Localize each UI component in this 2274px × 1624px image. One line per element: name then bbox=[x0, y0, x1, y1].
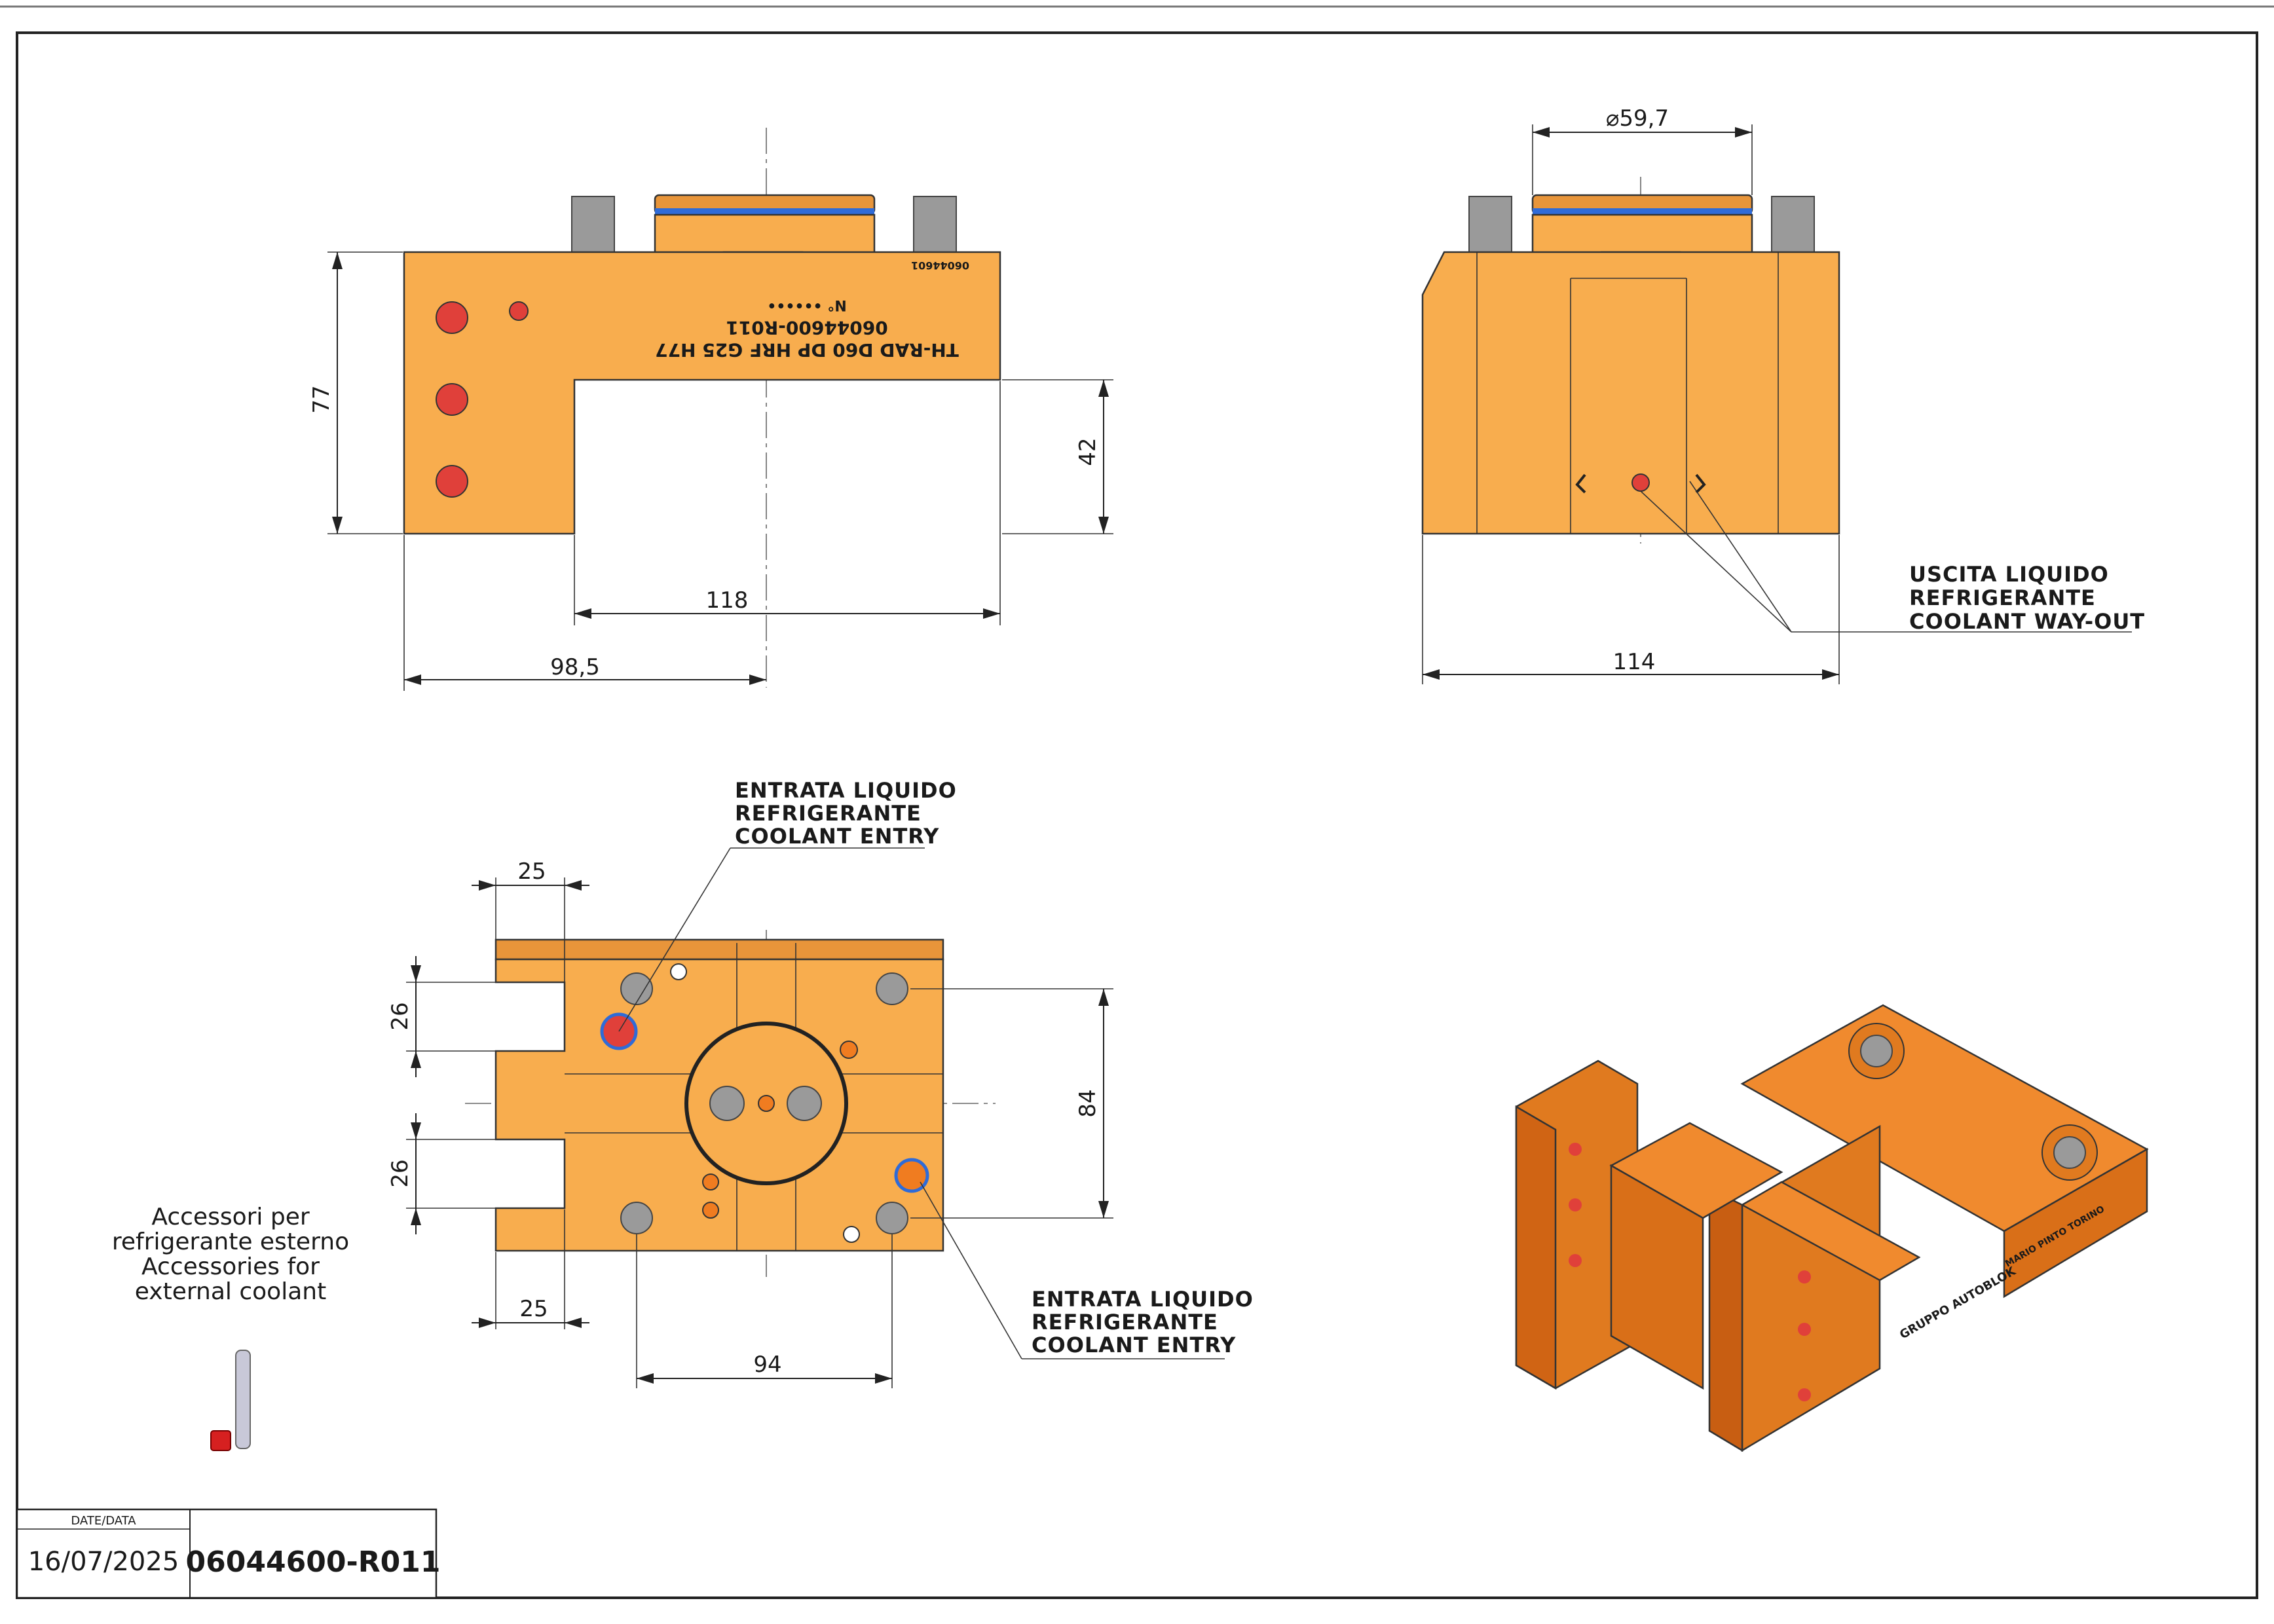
top-slot-lines bbox=[736, 943, 796, 1251]
port-icon bbox=[1798, 1388, 1811, 1401]
note-entry-top-3: COOLANT ENTRY bbox=[735, 824, 939, 849]
top-view: 25 25 26 26 84 94 ENTRATA LIQU bbox=[387, 778, 1254, 1388]
title-block-frame bbox=[16, 1508, 438, 1599]
dim-77: 77 bbox=[308, 385, 335, 413]
coolant-plug-icon bbox=[210, 1430, 231, 1451]
accessories-line3: Accessories for bbox=[141, 1253, 320, 1280]
port-icon bbox=[843, 1226, 860, 1243]
dim-114: 114 bbox=[1613, 649, 1656, 675]
iso-bolt-icon bbox=[1860, 1035, 1893, 1067]
side-view: ⌀59,7 114 USCITA LIQUIDO REFRIGERANTE CO… bbox=[1421, 105, 2145, 684]
port-icon bbox=[758, 1095, 775, 1112]
leader-line bbox=[1640, 490, 1792, 633]
front-body bbox=[403, 251, 1001, 535]
port-icon bbox=[436, 465, 468, 498]
dim-diameter-value: 59,7 bbox=[1619, 105, 1669, 132]
bolt-icon bbox=[876, 1202, 908, 1234]
top-slot-lines bbox=[565, 1073, 943, 1134]
side-stud-right bbox=[1771, 196, 1815, 255]
bolt-icon bbox=[620, 972, 653, 1005]
port-icon bbox=[436, 301, 468, 334]
dim-26-upper: 26 bbox=[387, 1002, 413, 1030]
dim-98-5: 98,5 bbox=[550, 654, 600, 680]
bolt-icon bbox=[876, 972, 908, 1005]
port-icon bbox=[702, 1202, 719, 1219]
side-seal bbox=[1533, 208, 1752, 215]
dim-arrows bbox=[1098, 380, 1109, 534]
note-coolant-out-2: REFRIGERANTE bbox=[1909, 585, 2096, 610]
bolt-icon bbox=[709, 1086, 745, 1121]
coolant-tube-icon bbox=[235, 1350, 251, 1449]
port-icon bbox=[1569, 1198, 1582, 1211]
front-seal bbox=[655, 208, 874, 215]
engraving-line1: TH-RAD D60 DP HRF G25 H77 bbox=[655, 339, 959, 361]
top-rim bbox=[494, 938, 944, 961]
drawing-code: 06044600-R011 bbox=[186, 1545, 441, 1579]
diameter-icon: ⌀ bbox=[1606, 105, 1619, 132]
coolant-entry-port-icon bbox=[894, 1158, 929, 1193]
iso-bolt-icon bbox=[2053, 1136, 2086, 1169]
front-view: TH-RAD D60 DP HRF G25 H77 06044600-R011 … bbox=[308, 128, 1113, 691]
dim-25-lower: 25 bbox=[519, 1296, 548, 1322]
leader-line bbox=[1689, 481, 1792, 633]
port-icon bbox=[702, 1173, 719, 1190]
dim-118: 118 bbox=[706, 587, 749, 614]
note-entry-bottom-1: ENTRATA LIQUIDO bbox=[1032, 1287, 1254, 1312]
side-stud-left bbox=[1468, 196, 1512, 255]
iso-upright-face bbox=[1708, 1187, 1743, 1452]
port-icon bbox=[436, 383, 468, 416]
title-block: DATE/DATA 16/07/2025 06044600-R011 bbox=[16, 1508, 441, 1599]
iso-brand-label: GRUPPO AUTOBLOK bbox=[1897, 1264, 2019, 1342]
front-stud-right bbox=[913, 196, 957, 255]
leader-line bbox=[618, 847, 731, 1032]
sheet-border bbox=[16, 31, 2258, 1599]
iso-left-face bbox=[1515, 1105, 1557, 1390]
port-icon bbox=[1798, 1323, 1811, 1336]
dim-diameter: ⌀59,7 bbox=[1606, 105, 1669, 132]
front-stud-left bbox=[571, 196, 615, 255]
accessories: Accessori per refrigerante esterno Acces… bbox=[112, 1204, 349, 1451]
port-icon bbox=[670, 963, 687, 980]
accessories-line1: Accessori per bbox=[151, 1204, 310, 1230]
dim-26-lower: 26 bbox=[387, 1159, 413, 1187]
note-entry-bottom-3: COOLANT ENTRY bbox=[1032, 1333, 1236, 1357]
date-label: DATE/DATA bbox=[71, 1514, 136, 1528]
port-icon bbox=[1569, 1254, 1582, 1267]
accessories-line2: refrigerante esterno bbox=[112, 1228, 349, 1255]
port-icon bbox=[1569, 1143, 1582, 1156]
port-icon bbox=[1631, 473, 1650, 492]
dim-42: 42 bbox=[1075, 437, 1101, 466]
engraving-line3: N° •••••• bbox=[767, 297, 846, 313]
date-value: 16/07/2025 bbox=[28, 1547, 179, 1577]
engraving-side-code: 06044601 bbox=[911, 259, 969, 272]
note-coolant-out-3: COOLANT WAY-OUT bbox=[1909, 609, 2145, 634]
side-body bbox=[1421, 251, 1840, 535]
note-entry-bottom-2: REFRIGERANTE bbox=[1032, 1310, 1218, 1335]
engraving: TH-RAD D60 DP HRF G25 H77 06044600-R011 … bbox=[655, 297, 959, 361]
dim-94: 94 bbox=[753, 1352, 781, 1378]
iso-upright-top bbox=[1740, 1181, 1921, 1282]
note-entry-top-1: ENTRATA LIQUIDO bbox=[735, 778, 957, 803]
port-icon bbox=[840, 1041, 858, 1059]
flow-arrows-icon bbox=[1575, 473, 1706, 494]
dim-84: 84 bbox=[1075, 1089, 1101, 1117]
note-coolant-out-1: USCITA LIQUIDO bbox=[1909, 562, 2109, 587]
bolt-icon bbox=[787, 1086, 822, 1121]
iso-plate-side bbox=[2003, 1147, 2148, 1299]
engraving-line2: 06044600-R011 bbox=[726, 317, 888, 339]
front-spigot bbox=[654, 213, 876, 255]
iso-center-face bbox=[1610, 1164, 1704, 1390]
port-icon bbox=[509, 301, 529, 321]
leader-line bbox=[920, 1181, 1022, 1359]
bolt-icon bbox=[620, 1202, 653, 1234]
dim-25-upper: 25 bbox=[517, 858, 546, 885]
isometric-view: GRUPPO AUTOBLOK MARIO PINTO TORINO bbox=[1515, 1004, 2149, 1452]
accessories-line4: external coolant bbox=[135, 1278, 326, 1305]
note-entry-top-2: REFRIGERANTE bbox=[735, 801, 922, 826]
side-spigot bbox=[1531, 213, 1753, 255]
port-icon bbox=[1798, 1270, 1811, 1283]
